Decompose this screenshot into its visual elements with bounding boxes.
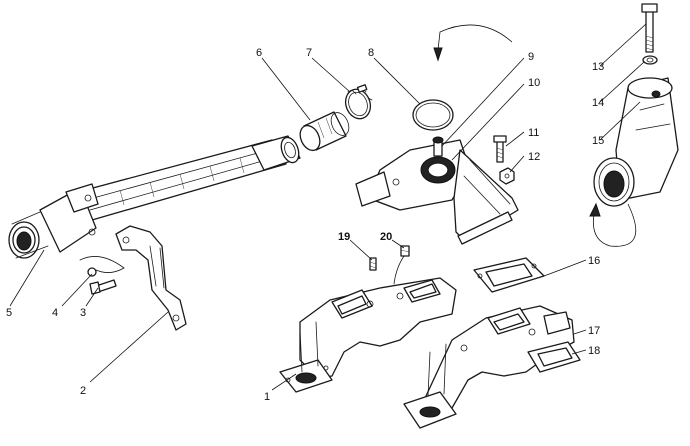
callout-18: 18 [588,345,600,357]
callout-15: 15 [592,135,604,147]
part-4-spring-clip [79,256,125,277]
part-7-clamp [344,84,373,120]
callout-12: 12 [528,151,540,163]
callout-10: 10 [528,77,540,89]
callout-8: 8 [368,47,374,59]
callout-3: 3 [80,307,86,319]
part-13-long-bolt [641,3,658,53]
callout-20: 20 [380,231,392,243]
part-10-adapter-elbow [355,139,519,245]
callout-13: 13 [592,61,604,73]
callout-9: 9 [528,51,534,63]
callout-7: 7 [306,47,312,59]
leader-lines [9,23,647,391]
callout-1: 1 [264,391,270,403]
part-1-exhaust-manifold [279,277,457,393]
part-5-exhaust-pipe [8,135,301,259]
part-18-gasket [527,341,581,373]
callout-17: 17 [588,325,600,337]
callout-16: 16 [588,255,600,267]
rotation-arrow-top [433,24,513,62]
callout-11: 11 [528,127,539,139]
callout-6: 6 [256,47,262,59]
part-19-stud [369,257,377,271]
part-15-elbow-outlet [593,77,679,207]
part-2-bracket [115,225,187,331]
part-9-stud [432,136,444,157]
callout-14: 14 [592,97,604,109]
part-8-o-ring [412,99,454,131]
part-16-gasket [473,257,545,293]
part-14-washer [642,55,658,65]
callout-4: 4 [52,307,58,319]
callout-2: 2 [80,385,86,397]
callout-labels: 5 4 3 2 1 6 7 8 9 10 11 12 13 14 15 16 1… [6,47,604,403]
callout-19: 19 [338,231,350,243]
part-3-bolt [89,279,117,295]
part-11-bolt [493,135,507,163]
part-20-stud [393,245,410,285]
part-17-exhaust-manifold [403,305,575,429]
rotation-arrow-right [589,202,637,247]
part-6-sleeve [299,111,350,152]
callout-5: 5 [6,307,12,319]
